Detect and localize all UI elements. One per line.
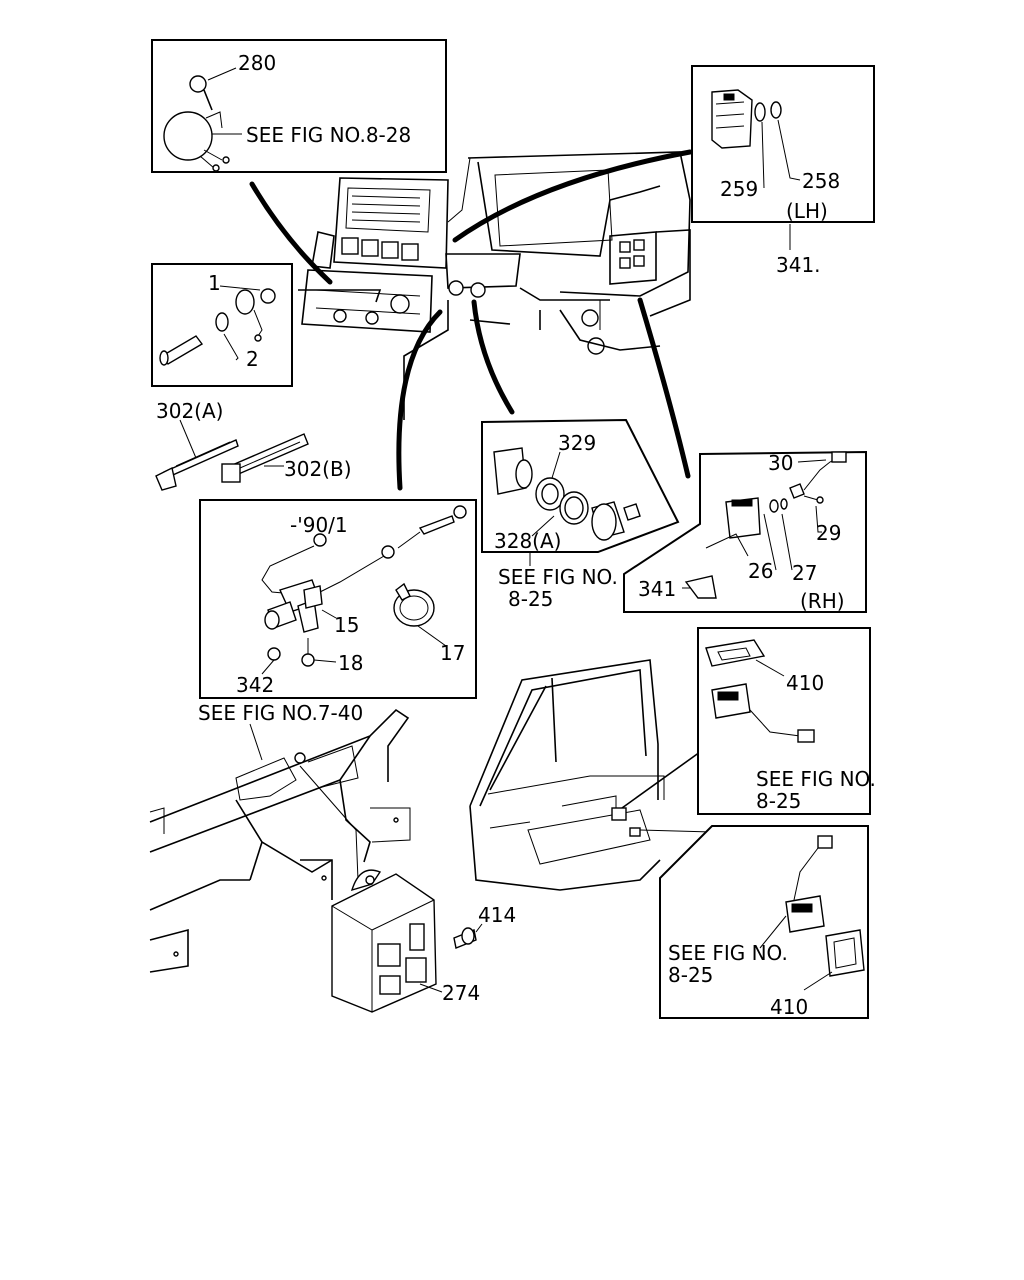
chassis-frame-illustration — [149, 708, 411, 973]
callout-17: 17 — [440, 641, 465, 665]
cable-tie-302b — [221, 433, 309, 483]
callout-lh: (LH) — [786, 199, 828, 223]
callout-fig-8-25-2: 8-25 — [756, 789, 801, 813]
callout-414: 414 — [478, 903, 516, 927]
release-cable-part — [261, 505, 467, 667]
door-illustration — [469, 659, 665, 891]
callout-see-fig-8-28: SEE FIG NO.8-28 — [246, 123, 411, 147]
knob-assembly-part — [493, 447, 641, 541]
callout-259: 259 — [720, 177, 758, 201]
gauge-lines — [351, 195, 421, 223]
bolt-414 — [453, 927, 477, 949]
callout-year-note: -'90/1 — [290, 513, 348, 537]
callout-341-top: 341. — [776, 253, 821, 277]
callout-29: 29 — [816, 521, 841, 545]
switch-connector-part — [785, 835, 865, 977]
callout-30: 30 — [768, 451, 793, 475]
callout-see-fig-no-1: SEE FIG NO. — [498, 565, 618, 589]
callout-18: 18 — [338, 651, 363, 675]
callout-see-fig-no-2: SEE FIG NO. — [756, 767, 876, 791]
callout-2: 2 — [246, 347, 259, 371]
callout-274: 274 — [442, 981, 480, 1005]
callout-329: 329 — [558, 431, 596, 455]
callout-fig-8-25-1: 8-25 — [508, 587, 553, 611]
bulb-socket-part — [163, 75, 230, 172]
switch-block-part — [711, 89, 782, 149]
callout-27: 27 — [792, 561, 817, 585]
callout-see-fig-7-40: SEE FIG NO.7-40 — [198, 701, 363, 725]
callout-rh: (RH) — [800, 589, 845, 613]
lighter-part — [159, 288, 276, 366]
callout-258: 258 — [802, 169, 840, 193]
callout-410-bottom: 410 — [770, 995, 808, 1019]
callout-328a: 328(A) — [494, 529, 561, 553]
dashboard-illustration — [301, 151, 691, 420]
callout-1: 1 — [208, 271, 221, 295]
callout-see-fig-no-3: SEE FIG NO. — [668, 941, 788, 965]
callout-410-top: 410 — [786, 671, 824, 695]
box-410-bottom — [659, 825, 869, 1019]
callout-302a: 302(A) — [156, 399, 223, 423]
cable-tie-302a — [155, 439, 239, 491]
callout-342: 342 — [236, 673, 274, 697]
callout-302b: 302(B) — [284, 457, 352, 481]
control-unit-274 — [331, 869, 437, 1013]
switch-bezel-part — [705, 639, 815, 743]
callout-341-mid: 341 — [638, 577, 676, 601]
callout-15: 15 — [334, 613, 359, 637]
clamp-part-17 — [393, 582, 435, 627]
callout-280: 280 — [238, 51, 276, 75]
callout-26: 26 — [748, 559, 773, 583]
door-switch-part — [725, 451, 847, 539]
callout-fig-8-25-3: 8-25 — [668, 963, 713, 987]
